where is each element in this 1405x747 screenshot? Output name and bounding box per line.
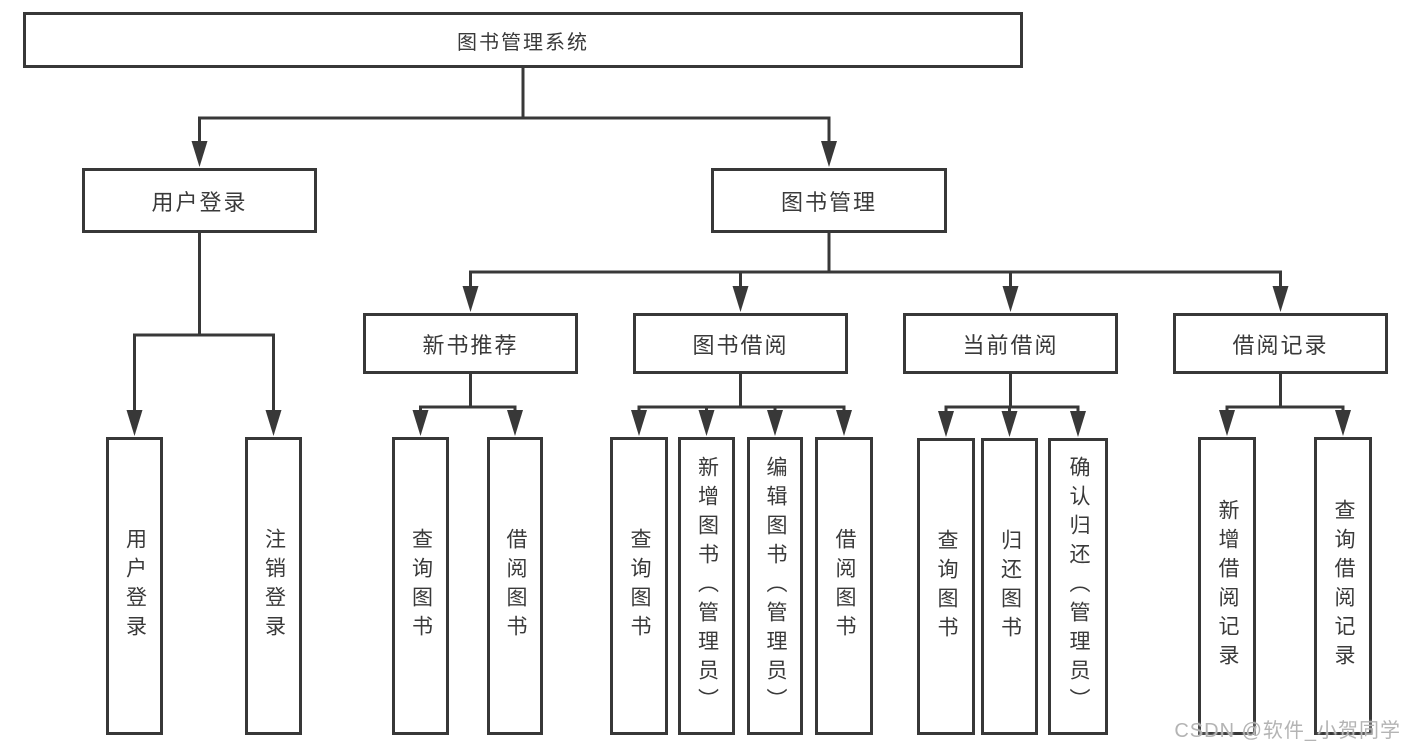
arrowhead-icon bbox=[191, 141, 208, 167]
node-leaf-br-add: 新增借阅记录 bbox=[1198, 437, 1256, 735]
node-leaf-br-query: 查询借阅记录 bbox=[1314, 437, 1372, 735]
node-root: 图书管理系统 bbox=[23, 12, 1023, 68]
arrowhead-icon bbox=[1002, 286, 1019, 312]
arrowhead-icon bbox=[1001, 411, 1018, 437]
arrowhead-icon bbox=[821, 141, 837, 167]
node-leaf-bb-query: 查询图书 bbox=[610, 437, 668, 735]
arrowhead-icon bbox=[1335, 410, 1351, 436]
arrowhead-icon bbox=[1070, 411, 1086, 437]
node-leaf-bb-add: 新增图书（管理员） bbox=[678, 437, 735, 735]
node-book-manage: 图书管理 bbox=[711, 168, 947, 233]
arrowhead-icon bbox=[265, 410, 282, 436]
arrowhead-icon bbox=[507, 410, 523, 436]
arrowhead-icon bbox=[767, 410, 783, 436]
node-leaf-bb-edit: 编辑图书（管理员） bbox=[747, 437, 803, 735]
node-leaf-user-login: 用户登录 bbox=[106, 437, 163, 735]
arrowhead-icon bbox=[631, 410, 647, 436]
arrowhead-icon bbox=[1272, 286, 1289, 312]
node-new-book-recommend: 新书推荐 bbox=[363, 313, 578, 374]
arrowhead-icon bbox=[462, 286, 479, 312]
node-borrow-records: 借阅记录 bbox=[1173, 313, 1388, 374]
node-leaf-nb-query: 查询图书 bbox=[392, 437, 449, 735]
node-leaf-cb-confirm: 确认归还（管理员） bbox=[1048, 438, 1108, 735]
arrowhead-icon bbox=[698, 410, 715, 436]
node-leaf-cb-query: 查询图书 bbox=[917, 438, 975, 735]
arrowhead-icon bbox=[836, 410, 852, 436]
arrowhead-icon bbox=[1219, 410, 1235, 436]
node-leaf-logout: 注销登录 bbox=[245, 437, 302, 735]
node-book-borrow: 图书借阅 bbox=[633, 313, 848, 374]
node-current-borrow: 当前借阅 bbox=[903, 313, 1118, 374]
arrowhead-icon bbox=[732, 286, 749, 312]
node-leaf-nb-borrow: 借阅图书 bbox=[487, 437, 543, 735]
arrowhead-icon bbox=[126, 410, 143, 436]
node-leaf-cb-return: 归还图书 bbox=[981, 438, 1038, 735]
csdn-watermark: CSDN @软件_小贺同学 bbox=[1174, 720, 1401, 742]
node-leaf-bb-borrow: 借阅图书 bbox=[815, 437, 873, 735]
arrowhead-icon bbox=[412, 410, 429, 436]
arrowhead-icon bbox=[938, 411, 954, 437]
node-user-login: 用户登录 bbox=[82, 168, 317, 233]
